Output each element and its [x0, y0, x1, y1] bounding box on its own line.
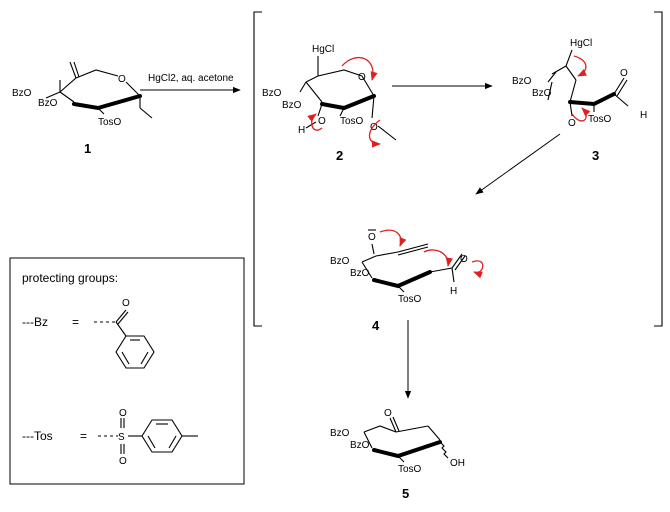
reagent-text: HgCl2, aq. acetone: [148, 73, 234, 84]
c3-bzo-1: BzO: [512, 76, 532, 87]
legend-tos-label: ---Tos: [22, 429, 53, 443]
compound-3: HgCl BzO BzO TosO O O H 3: [512, 38, 647, 163]
reaction-arrow-1: HgCl2, aq. acetone: [140, 73, 241, 94]
legend-tos-s: S: [118, 432, 125, 443]
c4-bzo-1: BzO: [330, 256, 350, 267]
compound-1: BzO BzO TosO O 1: [12, 61, 153, 156]
c1-bzo-2: BzO: [38, 98, 58, 109]
c5-bzo-1: BzO: [330, 428, 350, 439]
c4-o-minus: O: [368, 232, 376, 243]
c2-ring-o: O: [358, 72, 366, 83]
c2-hgcl: HgCl: [312, 44, 334, 55]
c2-ome-o: O: [370, 122, 378, 133]
compound-4: O BzO BzO TosO O H 4: [330, 229, 484, 333]
c5-bzo-2: BzO: [350, 440, 370, 451]
legend-tos-equals: =: [80, 429, 87, 443]
c5-number: 5: [402, 486, 409, 501]
c2-bzo-2: BzO: [282, 100, 302, 111]
c5-keto-o: O: [384, 408, 392, 419]
c4-h: H: [450, 286, 457, 297]
c3-number: 3: [592, 148, 599, 163]
c3-h: H: [640, 110, 647, 121]
protecting-groups-legend: protecting groups: ---Bz = O ---Tos = S …: [9, 257, 245, 485]
c3-toso: TosO: [588, 114, 612, 125]
c3-hgcl: HgCl: [570, 38, 592, 49]
c2-toso: TosO: [340, 116, 364, 127]
legend-tos-o1: O: [119, 408, 127, 419]
c4-bzo-2: BzO: [350, 268, 370, 279]
c4-toso: TosO: [398, 294, 422, 305]
c5-oh: OH: [450, 458, 465, 469]
c4-ald-o: O: [460, 254, 468, 265]
c2-bzo-1: BzO: [262, 88, 282, 99]
compound-5: BzO BzO TosO O OH 5: [330, 408, 465, 501]
legend-title: protecting groups:: [22, 271, 118, 285]
legend-tos-o2: O: [119, 456, 127, 467]
c1-ring-o: O: [118, 74, 126, 85]
c4-number: 4: [372, 318, 380, 333]
c1-bzo-1: BzO: [12, 88, 32, 99]
c3-ald-o: O: [620, 68, 628, 79]
c3-bzo-2: BzO: [532, 88, 552, 99]
legend-bz-label: ---Bz: [22, 315, 48, 329]
c1-toso: TosO: [98, 117, 122, 128]
c2-oh-o: O: [318, 116, 326, 127]
arrow-3-to-4: [475, 133, 561, 195]
c1-number: 1: [84, 141, 91, 156]
compound-2: HgCl BzO BzO TosO O H O O 2: [262, 44, 397, 163]
c2-number: 2: [336, 148, 343, 163]
c3-keto-o: O: [568, 118, 576, 129]
c5-toso: TosO: [398, 464, 422, 475]
legend-bz-o: O: [122, 298, 130, 309]
c2-h: H: [298, 125, 305, 136]
intermediate-bracket: [253, 11, 663, 327]
legend-bz-equals: =: [72, 315, 79, 329]
